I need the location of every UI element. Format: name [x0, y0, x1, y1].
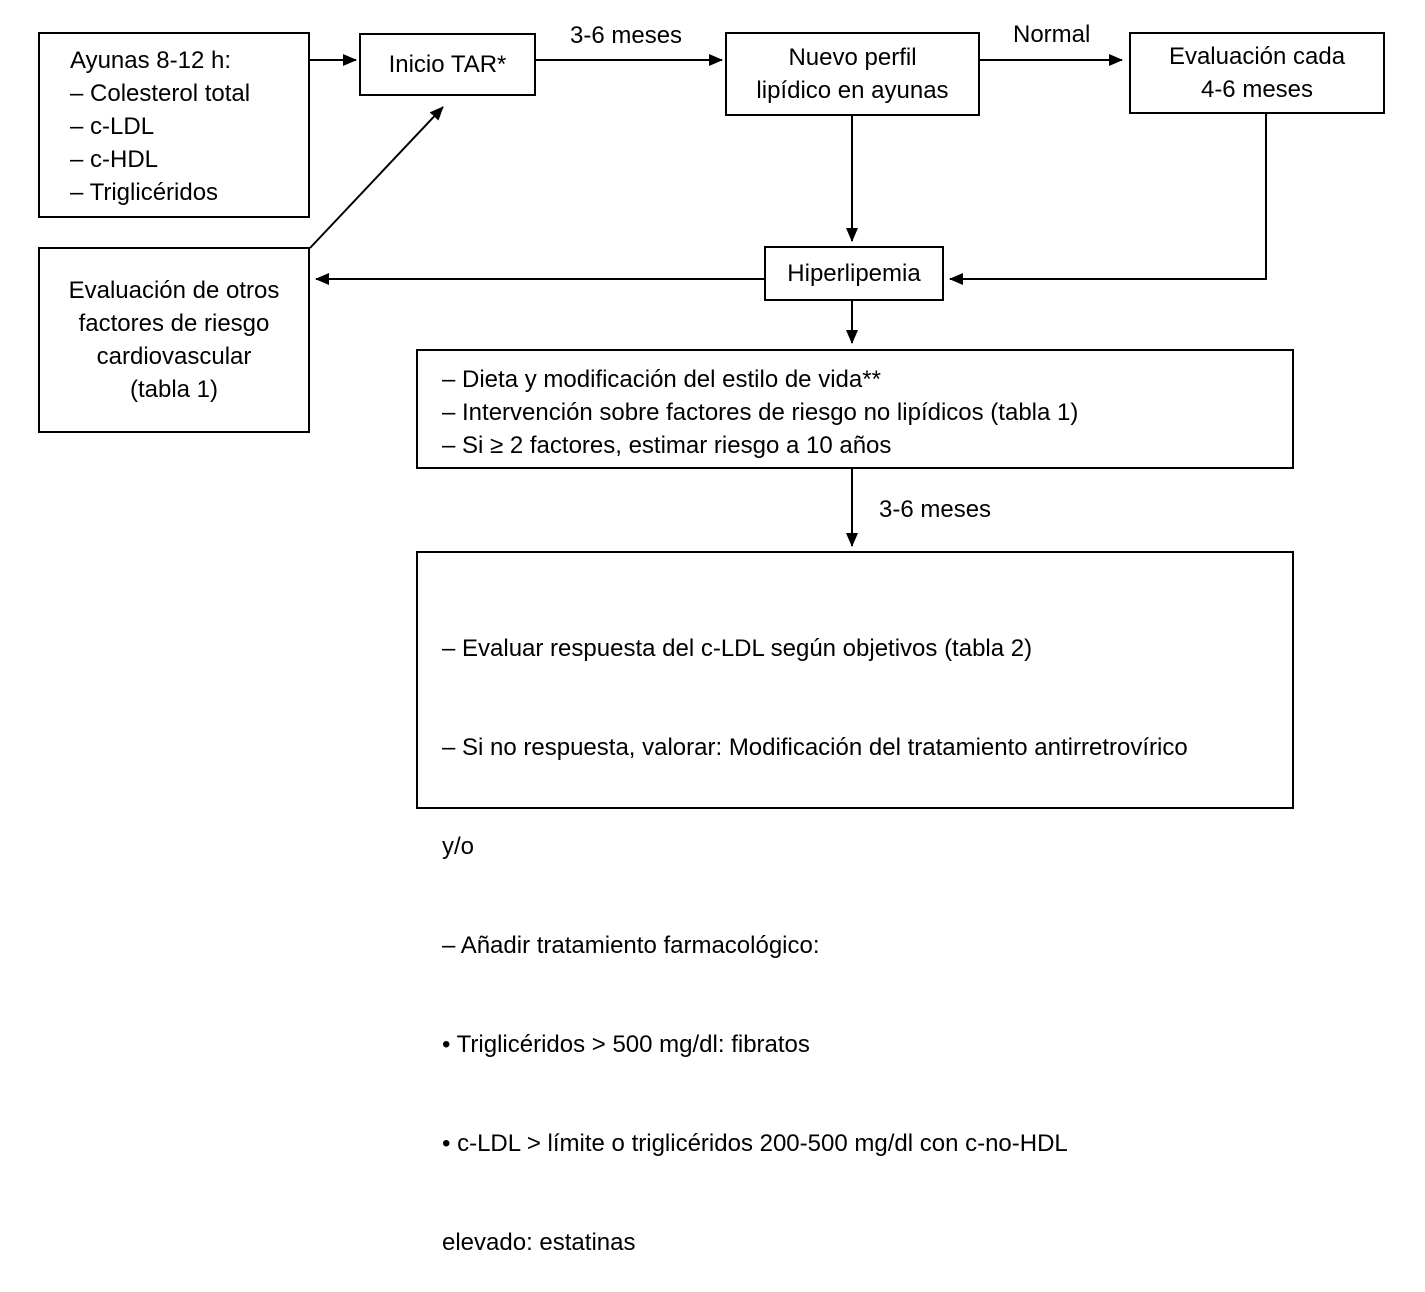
otros-factores-line: (tabla 1) [129, 376, 219, 403]
otros-factores-line: cardiovascular [96, 343, 252, 370]
inicio-tar-box: Inicio TAR* [359, 33, 536, 96]
otros-factores-line: factores de riesgo [78, 310, 270, 337]
arrow-evaluacion-to-hiperlipemia [949, 112, 1267, 285]
edge-label-intervencion-to-respuesta: 3-6 meses [879, 496, 992, 523]
evaluar-respuesta-box: – Evaluar respuesta del c-LDL según obje… [416, 551, 1294, 1256]
edge-label-normal: Normal [1013, 21, 1091, 48]
fasting-item: – Triglicéridos [70, 179, 219, 206]
evaluacion-cada-line: 4-6 meses [1200, 76, 1314, 103]
nuevo-perfil-line: lipídico en ayunas [756, 77, 949, 104]
evaluacion-cada-line: Evaluación cada [1168, 43, 1346, 70]
evaluar-respuesta-line: – Si no respuesta, valorar: Modificación… [442, 734, 1188, 761]
fasting-item: – c-HDL [70, 146, 159, 173]
nuevo-perfil-box: Nuevo perfil lipídico en ayunas [725, 32, 980, 116]
hiperlipemia-label: Hiperlipemia [787, 260, 921, 287]
nuevo-perfil-line: Nuevo perfil [788, 44, 917, 71]
intervencion-box: – Dieta y modificación del estilo de vid… [416, 349, 1294, 469]
flowchart-arrows [308, 54, 1267, 547]
intervencion-line: – Intervención sobre factores de riesgo … [442, 399, 1079, 426]
hiperlipemia-box: Hiperlipemia [764, 246, 944, 301]
evaluar-respuesta-line: y/o [442, 833, 475, 860]
edge-label-tar-to-perfil: 3-6 meses [570, 22, 683, 49]
evaluar-respuesta-line: elevado: estatinas [442, 1229, 636, 1256]
evaluar-respuesta-line: – Evaluar respuesta del c-LDL según obje… [442, 635, 1033, 662]
evaluar-respuesta-line: – Añadir tratamiento farmacológico: [442, 932, 820, 959]
fasting-item: – Colesterol total [70, 80, 251, 107]
fasting-labs-title: Ayunas 8-12 h: [70, 47, 232, 74]
arrow-otros-to-inicio [309, 106, 444, 249]
intervencion-line: – Dieta y modificación del estilo de vid… [442, 366, 881, 393]
inicio-tar-label: Inicio TAR* [388, 51, 507, 78]
fasting-item: – c-LDL [70, 113, 155, 140]
otros-factores-box: Evaluación de otros factores de riesgo c… [38, 247, 310, 433]
evaluar-respuesta-line: • Triglicéridos > 500 mg/dl: fibratos [442, 1031, 810, 1058]
evaluacion-cada-box: Evaluación cada 4-6 meses [1129, 32, 1385, 114]
fasting-labs-box: Ayunas 8-12 h: – Colesterol total – c-LD… [38, 32, 310, 218]
otros-factores-line: Evaluación de otros [68, 277, 280, 304]
evaluar-respuesta-line: • c-LDL > límite o triglicéridos 200-500… [442, 1130, 1068, 1157]
intervencion-line: – Si ≥ 2 factores, estimar riesgo a 10 a… [442, 432, 892, 459]
